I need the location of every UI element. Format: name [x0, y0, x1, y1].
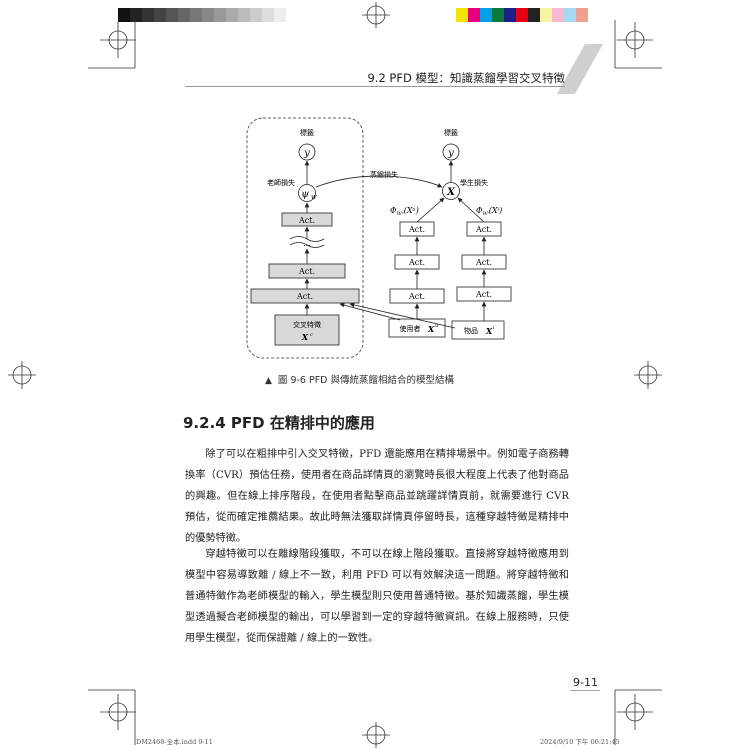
page-number: 9-11 — [573, 676, 598, 689]
teacher-psi-subscript: W — [311, 195, 318, 201]
teacher-act-label-bottom: Act. — [296, 292, 313, 301]
running-header: 9.2 PFD 模型：知識蒸餾學習交叉特徵 — [367, 71, 565, 85]
phi-item-tower: ΦWⁱ(Xⁱ) — [476, 206, 502, 217]
distill-loss-label: 蒸餾損失 — [370, 170, 398, 179]
teacher-psi-node — [298, 184, 316, 202]
student-x-node — [442, 182, 460, 200]
teacher-act-box-bottom — [250, 288, 360, 304]
phi-user-tower: ΦWᵘ(Xᵘ) — [390, 206, 419, 217]
header-decoration — [557, 44, 603, 94]
user-feature-symbol: X — [427, 324, 435, 334]
figure-caption: ▲ 圖 9-6 PFD 與傳統蒸餾相結合的模型結構 — [265, 372, 454, 386]
body-paragraph-1: 除了可以在粗排中引入交叉特徵，PFD 還能應用在精排場景中。例如電子商務轉換率（… — [185, 449, 569, 544]
item-act-box-top — [466, 221, 502, 237]
teacher-label-title: 標籤 — [300, 128, 314, 137]
user-feature-superscript: u — [435, 323, 438, 329]
student-label-y: y — [447, 148, 454, 159]
teacher-loss-label: 老師損失 — [267, 178, 295, 187]
item-feature-box — [451, 320, 505, 340]
user-act-box-middle — [394, 254, 440, 270]
item-feature-label: 物品 — [464, 326, 478, 335]
teacher-model-frame — [246, 117, 364, 359]
teacher-label-y: y — [303, 148, 310, 159]
teacher-label-node — [298, 143, 316, 161]
student-label-title: 標籤 — [444, 128, 458, 137]
user-act-label-top: Act. — [408, 225, 425, 234]
user-feature-label: 使用者 — [400, 324, 421, 333]
user-act-box-bottom — [389, 288, 445, 304]
cross-feature-superscript: c — [310, 332, 313, 338]
cross-feature-symbol: X — [301, 332, 309, 342]
cross-feature-box — [274, 314, 340, 346]
color-calibration-bar — [456, 8, 588, 22]
user-act-box-top — [399, 221, 435, 237]
user-act-label-bottom: Act. — [408, 292, 425, 301]
cross-feature-label: 交叉特徵 — [293, 320, 321, 329]
pfd-model-diagram: 標籤 y 老師損失 ψ W Act. ... Act. Act. 交叉特徵 X … — [240, 115, 520, 363]
item-feature-superscript: i — [493, 325, 495, 331]
item-act-label-bottom: Act. — [475, 290, 492, 299]
section-heading: 9.2.4 PFD 在精排中的應用 — [183, 414, 375, 432]
body-paragraph-2: 穿越特徵可以在離線階段獲取，不可以在線上階段獲取。直接將穿越特徵應用到模型中容易… — [185, 549, 569, 644]
student-loss-label: 學生損失 — [460, 178, 488, 187]
student-label-node — [442, 143, 460, 161]
student-x-symbol: X — [446, 187, 456, 198]
figure-caption-text: 圖 9-6 PFD 與傳統蒸餾相結合的模型結構 — [277, 375, 455, 386]
print-slug-file: DM2468-全本.indd 9-11 — [136, 738, 213, 746]
teacher-act-box-top — [281, 212, 333, 227]
page-number-rule — [570, 690, 600, 691]
teacher-psi-symbol: ψ — [301, 189, 309, 200]
print-slug-timestamp: 2024/9/10 下午 06:21:45 — [540, 738, 620, 746]
item-act-box-bottom — [456, 286, 512, 302]
grayscale-calibration-bar — [118, 8, 286, 22]
teacher-act-box-middle — [268, 263, 346, 279]
header-rule — [185, 86, 565, 87]
item-feature-symbol: X — [485, 326, 493, 336]
item-act-label-middle: Act. — [475, 258, 492, 267]
caption-triangle-icon: ▲ — [265, 376, 272, 386]
teacher-layers-ellipsis: ... — [303, 239, 311, 248]
item-act-label-top: Act. — [475, 225, 492, 234]
teacher-act-label-middle: Act. — [298, 267, 315, 276]
teacher-act-label-top: Act. — [298, 216, 315, 225]
user-act-label-middle: Act. — [408, 258, 425, 267]
item-act-box-middle — [461, 254, 507, 270]
